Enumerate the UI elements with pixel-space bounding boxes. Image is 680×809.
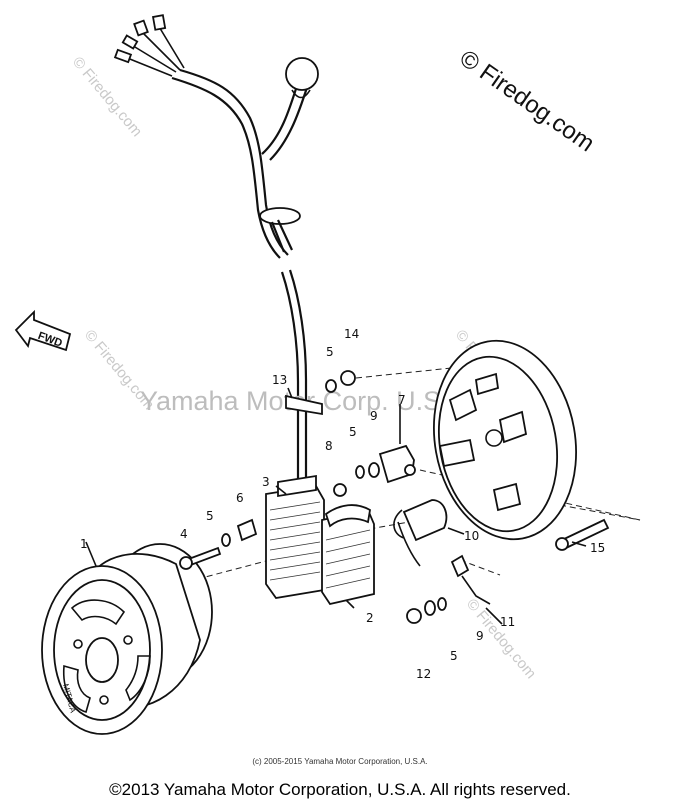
lead-wire-11	[450, 554, 491, 605]
clamp	[285, 394, 323, 416]
bolt-12	[406, 608, 422, 624]
wiring-harness	[113, 14, 319, 480]
watermark-left-top: © Firedog.com	[69, 54, 145, 140]
washer-9-bottom	[424, 600, 436, 616]
callout-4: 4	[180, 527, 188, 541]
callout-5-mid: 5	[349, 425, 357, 439]
small-copyright: (c) 2005-2015 Yamaha Motor Corporation, …	[252, 757, 428, 766]
callout-9-bottom: 9	[476, 629, 484, 643]
fwd-arrow: FWD	[14, 309, 72, 352]
callout-5-left: 5	[206, 509, 214, 523]
callout-7: 7	[398, 393, 406, 407]
callout-1: 1	[80, 537, 88, 551]
stator-plate	[433, 339, 577, 541]
callout-2: 2	[366, 611, 374, 625]
contact-breaker-10	[393, 499, 448, 567]
callout-10: 10	[464, 529, 479, 543]
callout-9-top: 9	[370, 409, 378, 423]
callout-6: 6	[236, 491, 244, 505]
callout-5-top: 5	[326, 345, 334, 359]
callout-3: 3	[262, 475, 270, 489]
condenser-assembly	[333, 444, 416, 497]
callout-5-bottom: 5	[450, 649, 458, 663]
footer-copyright: ©2013 Yamaha Motor Corporation, U.S.A. A…	[109, 780, 571, 799]
bolt-14	[325, 370, 356, 393]
washer-5-left	[221, 533, 231, 547]
bolt-4	[179, 546, 222, 570]
flywheel-rotor: MITACA	[41, 543, 213, 735]
callout-13: 13	[272, 373, 287, 387]
ignition-coil-3	[265, 474, 325, 599]
bracket-6	[236, 518, 258, 542]
callout-12: 12	[416, 667, 431, 681]
callout-15: 15	[590, 541, 605, 555]
watermark-top-right: © Firedog.com	[455, 45, 600, 158]
callout-14: 14	[344, 327, 359, 341]
callout-8: 8	[325, 439, 333, 453]
ignition-coil-2	[321, 504, 375, 606]
watermark-right-low: © Firedog.com	[463, 596, 539, 682]
washer-5-bottom	[437, 597, 447, 611]
bolt-15	[555, 518, 610, 551]
callout-11: 11	[500, 615, 515, 629]
